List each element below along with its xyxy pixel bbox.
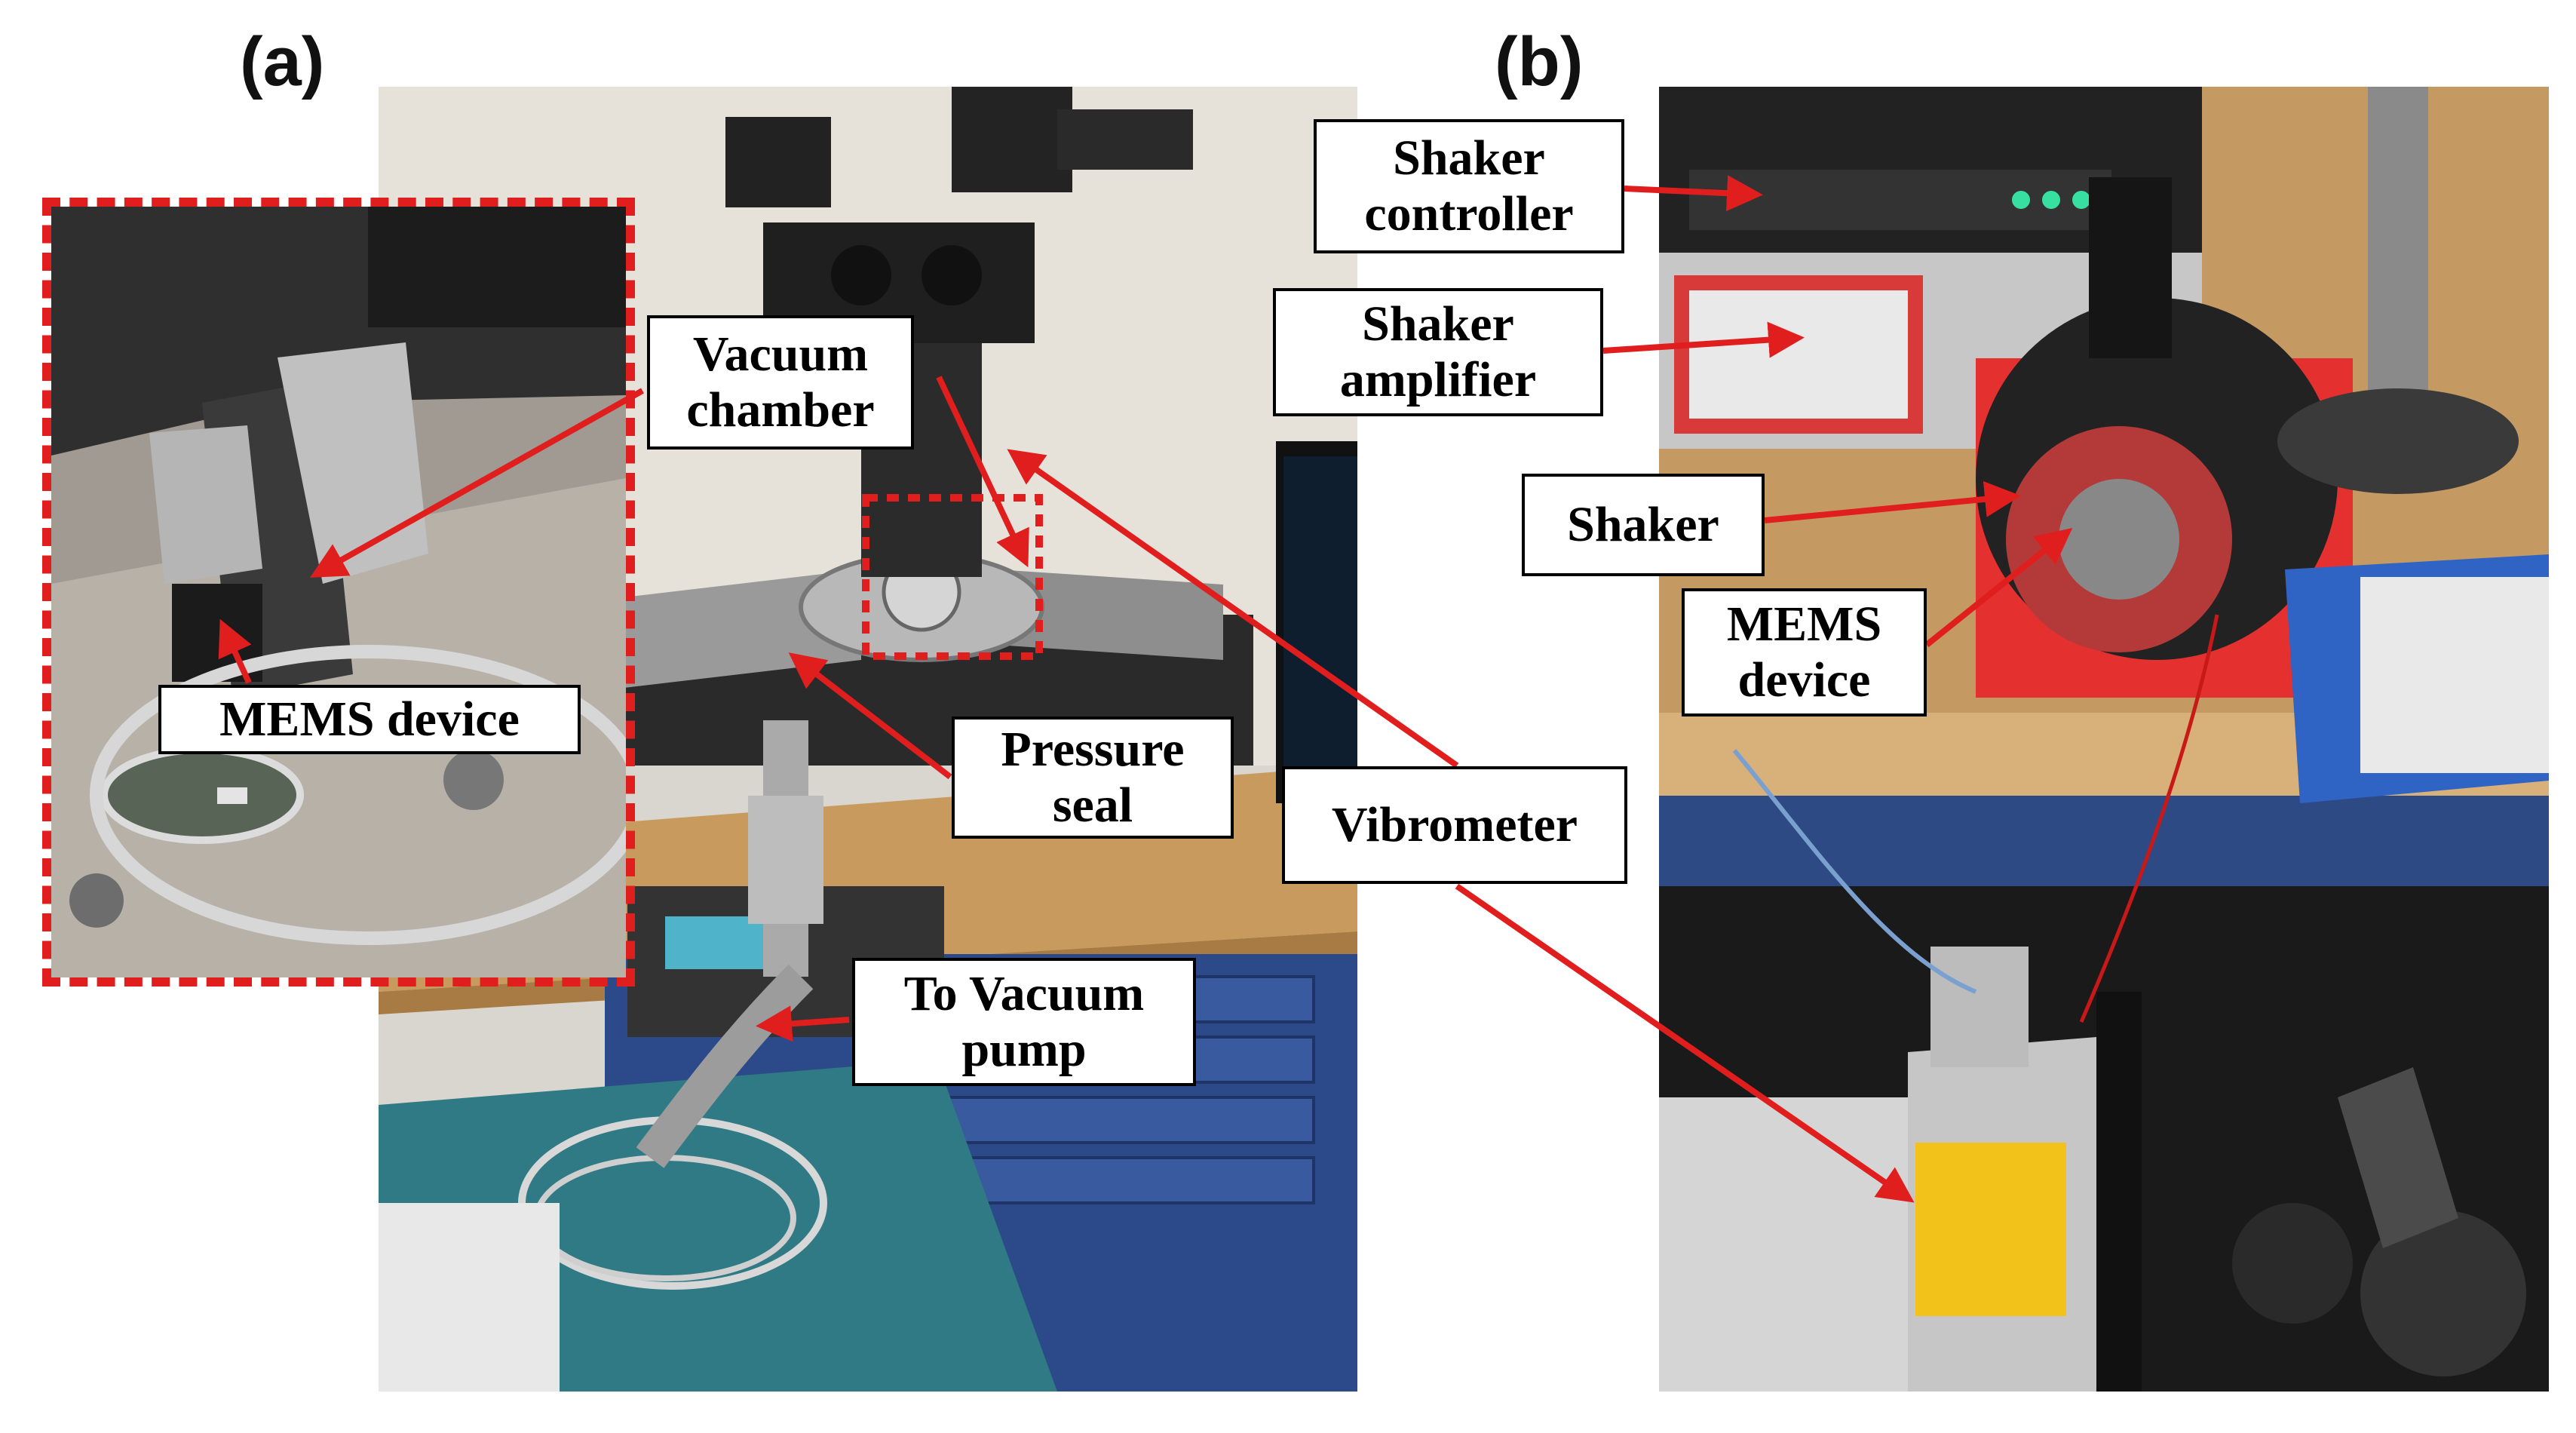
label-shaker-amplifier-line1: Shaker [1362, 296, 1514, 352]
label-vacuum-chamber-line2: chamber [686, 382, 875, 437]
label-shaker-controller-line2: controller [1364, 186, 1574, 241]
arrow-to-vacuum-pump [756, 1005, 850, 1042]
shaker-setup-illustration [1659, 87, 2549, 1392]
photo-shaker-setup [1659, 87, 2549, 1392]
label-shaker: Shaker [1522, 474, 1765, 576]
arrow-vacuum-chamber-to-box [936, 376, 1029, 568]
label-shaker-controller: Shaker controller [1314, 119, 1624, 253]
label-pressure-seal: Pressure seal [952, 716, 1234, 839]
arrow-pressure-seal [788, 652, 952, 780]
arrow-mems-device-a [218, 618, 252, 684]
label-mems-device-b-line2: device [1737, 652, 1871, 707]
arrow-vacuum-chamber-to-inset [310, 388, 644, 578]
arrow-shaker-amplifier [1602, 321, 1805, 358]
label-to-vacuum-pump-line1: To Vacuum [903, 966, 1145, 1022]
chamber-closeup-illustration [51, 207, 626, 977]
label-mems-device-a: MEMS device [158, 685, 581, 754]
arrow-shaker-controller [1624, 175, 1763, 212]
arrow-vibrometer-to-laser [1455, 883, 1915, 1203]
label-mems-device-b-line1: MEMS [1726, 597, 1882, 652]
chamber-highlight-box [862, 494, 1043, 660]
arrow-shaker [1764, 480, 2021, 523]
label-shaker-controller-line1: Shaker [1393, 130, 1545, 186]
label-vacuum-chamber-line1: Vacuum [692, 327, 869, 382]
label-mems-device-b: MEMS device [1682, 588, 1927, 716]
label-vacuum-chamber: Vacuum chamber [647, 315, 914, 450]
label-shaker-amplifier: Shaker amplifier [1273, 288, 1603, 416]
arrow-mems-device-b [1924, 527, 2073, 648]
label-pressure-seal-line2: seal [1052, 778, 1133, 833]
label-to-vacuum-pump: To Vacuum pump [852, 958, 1196, 1086]
arrow-vibrometer-to-microscope [1007, 449, 1459, 769]
label-shaker-amplifier-line2: amplifier [1339, 352, 1537, 407]
label-pressure-seal-line1: Pressure [1001, 722, 1185, 778]
inset-photo-chamber-closeup [42, 198, 635, 987]
label-to-vacuum-pump-line2: pump [961, 1022, 1087, 1077]
panel-letter-b: (b) [1495, 23, 1584, 100]
label-vibrometer: Vibrometer [1282, 766, 1627, 884]
panel-letter-a: (a) [240, 23, 325, 100]
